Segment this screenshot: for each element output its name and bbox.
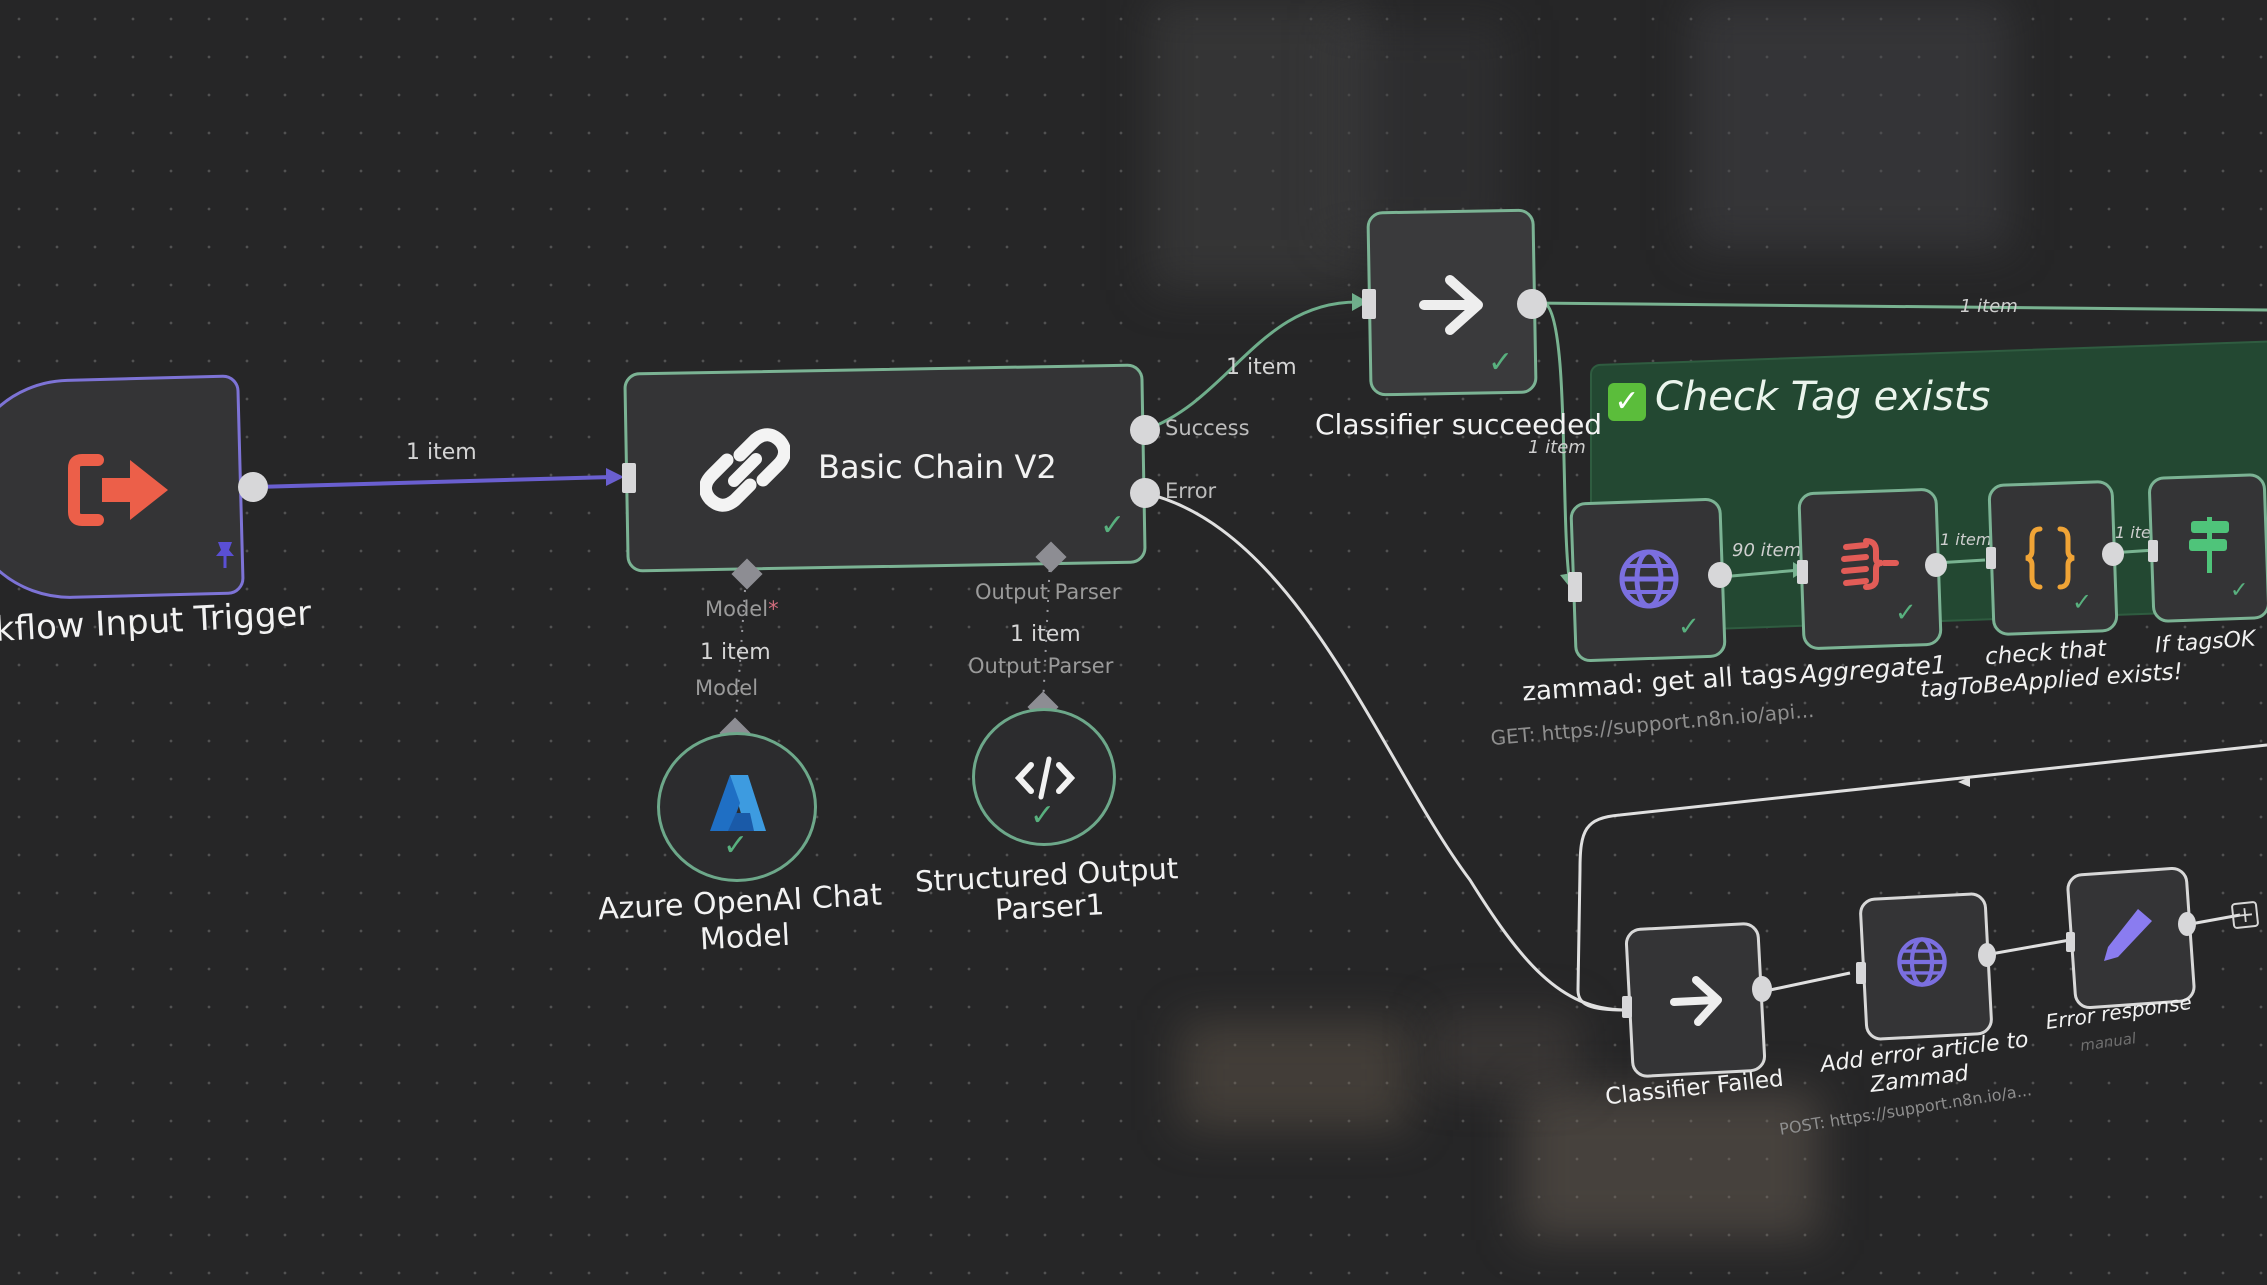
edge-zammad-aggregate [1719, 568, 1801, 579]
aggregate-check-icon: ✓ [1895, 598, 1917, 628]
zammad-input-handle[interactable] [1568, 572, 1582, 602]
check-tag-output-handle[interactable] [2102, 542, 2124, 566]
edge-failed-add [1769, 971, 1851, 992]
azure-label-2: Model [699, 917, 791, 958]
aggregate-icon [1841, 538, 1899, 590]
edge-label-parser: 1 item [1010, 622, 1081, 647]
basic-chain-success-check-icon: ✓ [1100, 508, 1126, 543]
group-check-icon: ✓ [1608, 383, 1646, 421]
error-output-handle[interactable] [1130, 478, 1160, 508]
edge-label-classifier-zammad: 1 item [1528, 437, 1586, 458]
edge-classifier-zammad [1543, 301, 1572, 586]
success-port-label: Success [1165, 416, 1250, 440]
azure-logo-icon [710, 775, 766, 831]
parser-label-2: Parser1 [994, 887, 1105, 927]
edge-arrow [1352, 293, 1368, 311]
edge-arrow [1958, 777, 1970, 787]
edge-label-trigger: 1 item [406, 440, 477, 465]
error-response-input-handle[interactable] [2066, 932, 2075, 952]
classifier-succeeded-input-handle[interactable] [1362, 289, 1376, 319]
edge-error-failed [1144, 491, 1626, 1012]
classifier-succeeded-check-icon: ✓ [1488, 345, 1514, 380]
add-error-input-handle[interactable] [1856, 962, 1866, 984]
edge-label-top-line: 1 item [1960, 296, 2018, 317]
classifier-succeeded-label: Classifier succeeded [1315, 408, 1603, 441]
parser-success-check-icon: ✓ [1030, 798, 1056, 833]
if-check-icon: ✓ [2230, 578, 2249, 603]
model-port-text: Model [705, 597, 769, 621]
edge-label-success: 1 item [1226, 355, 1297, 380]
edge-success-classifier [1144, 300, 1361, 432]
if-input-handle[interactable] [2148, 540, 2158, 562]
signpost-icon [2189, 517, 2229, 573]
aggregate-output-handle[interactable] [1925, 553, 1947, 577]
classifier-failed-input-handle[interactable] [1622, 996, 1632, 1018]
group-title: Check Tag exists [1655, 374, 1991, 420]
model-link-label: Model [695, 676, 759, 700]
link-chain-icon [700, 428, 790, 512]
add-error-output-handle[interactable] [1978, 943, 1996, 967]
required-marker: * [768, 597, 779, 621]
pencil-icon [2104, 909, 2152, 961]
edge-parser [1042, 559, 1051, 706]
edge-label-90-items: 90 items [1732, 540, 1811, 561]
basic-chain-title: Basic Chain V2 [818, 448, 1057, 486]
add-node-button[interactable]: + [2230, 900, 2260, 930]
globe-icon [1619, 549, 1679, 609]
globe-icon [1897, 937, 1947, 987]
model-port-label: Model* [705, 597, 779, 621]
check-tag-input-handle[interactable] [1986, 547, 1996, 569]
edge-label-aggregate-check: 1 item [1940, 530, 1992, 549]
pin-icon [216, 542, 234, 568]
code-brackets-icon [1015, 756, 1075, 800]
azure-success-check-icon: ✓ [723, 828, 749, 863]
edge-add-error [1984, 938, 2071, 957]
edge-arrow [606, 468, 624, 486]
basic-chain-input-handle[interactable] [622, 463, 636, 493]
aggregate-input-handle[interactable] [1797, 560, 1808, 584]
error-response-output-handle[interactable] [2178, 912, 2196, 936]
error-port-label: Error [1165, 479, 1217, 503]
curly-braces-icon [2025, 526, 2075, 590]
classifier-succeeded-output-handle[interactable] [1517, 289, 1547, 319]
output-parser-port-label: Output Parser [975, 580, 1121, 604]
parser-link-label: Output Parser [968, 654, 1114, 678]
trigger-output-handle[interactable] [238, 472, 268, 502]
edge-trigger-chain [254, 475, 613, 489]
edge-label-model: 1 item [700, 640, 771, 665]
zammad-check-icon: ✓ [1678, 612, 1700, 642]
edge-loop-back [1576, 743, 2267, 1012]
zammad-output-handle[interactable] [1708, 562, 1732, 588]
classifier-failed-output-handle[interactable] [1752, 976, 1772, 1002]
check-tag-check-icon: ✓ [2072, 588, 2093, 616]
arrow-right-icon [1419, 275, 1483, 335]
success-output-handle[interactable] [1130, 415, 1160, 445]
sign-in-arrow-icon [68, 454, 168, 526]
edge-classifier-top [1529, 301, 2267, 312]
edge-model [734, 589, 746, 736]
arrow-right-icon [1670, 976, 1722, 1026]
